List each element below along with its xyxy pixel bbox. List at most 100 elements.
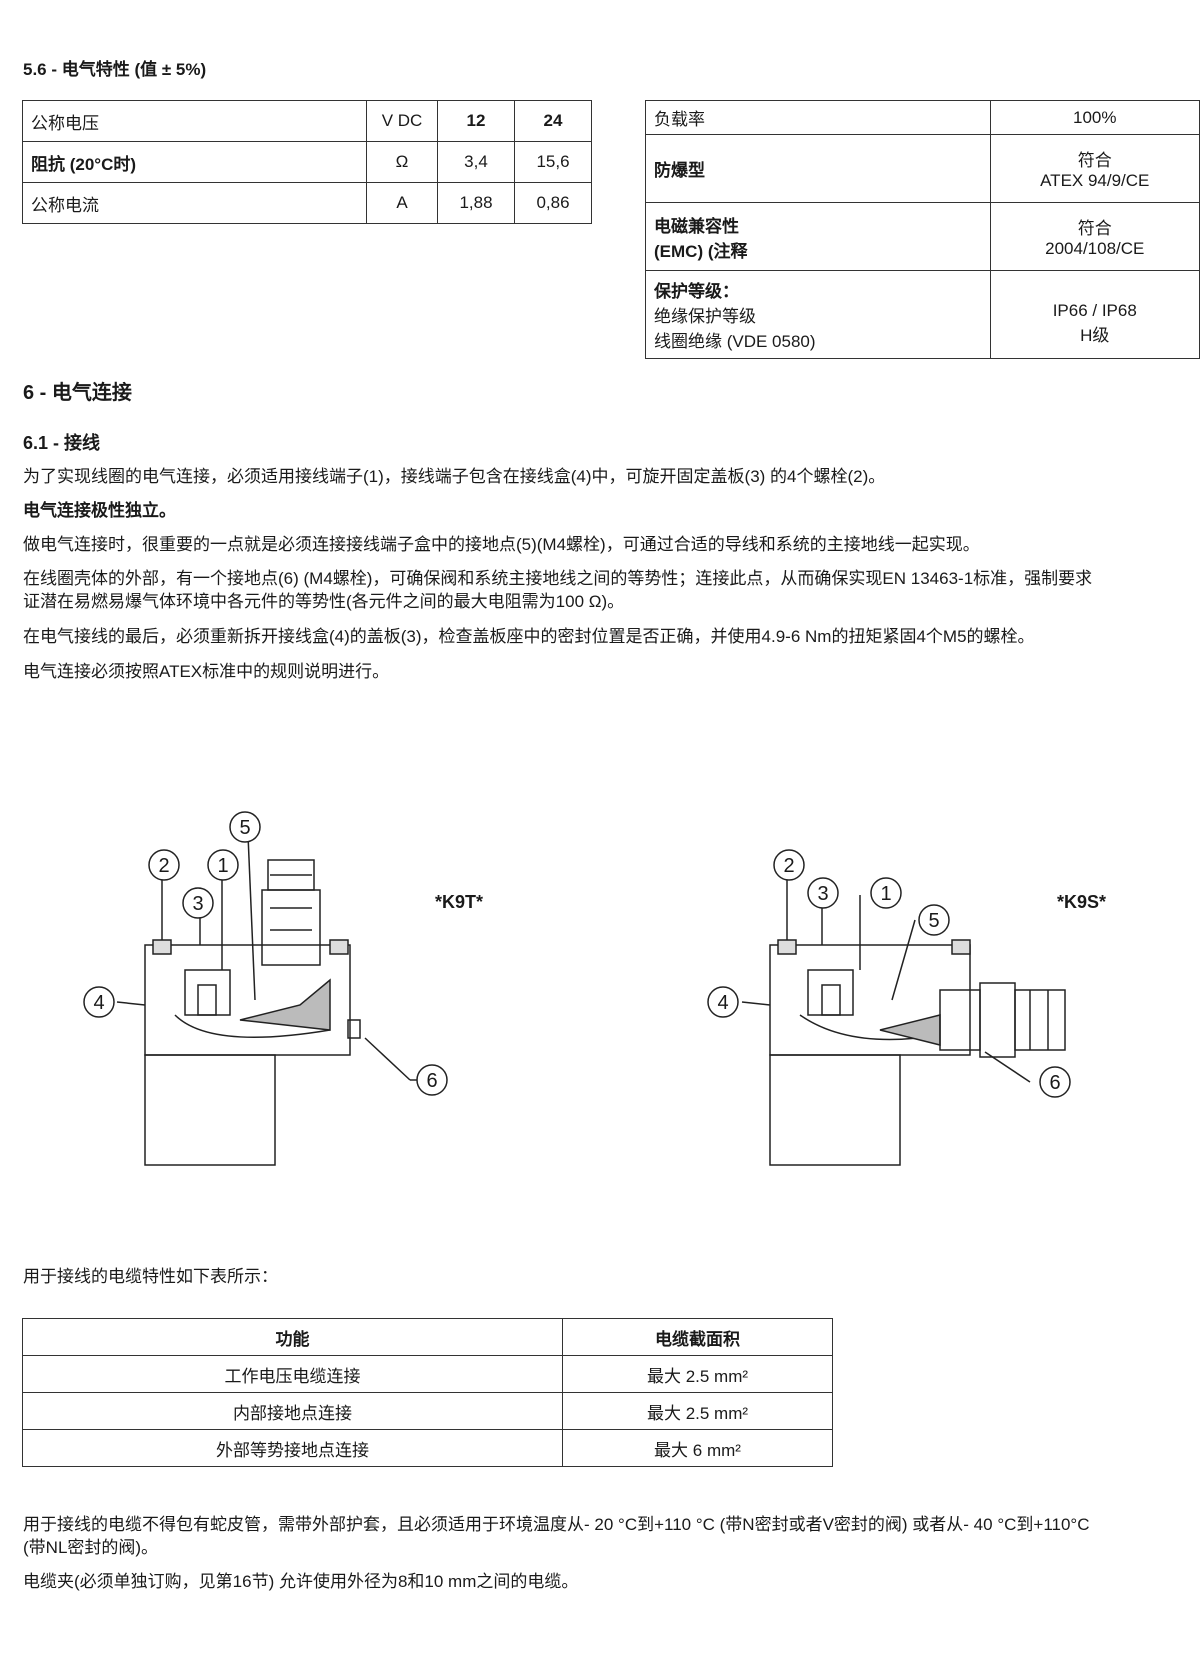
prop-value-line: ATEX 94/9/CE	[1040, 171, 1150, 190]
table-row: 工作电压电缆连接 最大 2.5 mm²	[22, 1355, 833, 1393]
callout-number: 5	[928, 910, 939, 932]
callout-circle	[416, 1064, 448, 1096]
callout-number: 1	[217, 855, 228, 877]
shaded-area	[879, 1014, 941, 1046]
table-row: 电磁兼容性 (EMC) (注释 符合 2004/108/CE	[645, 202, 1200, 271]
prop-value-line: H级	[1080, 326, 1110, 345]
cable-table: 功能 电缆截面积 工作电压电缆连接 最大 2.5 mm² 内部接地点连接 最大 …	[22, 1318, 833, 1467]
callout-circle	[83, 986, 115, 1018]
terminal-block	[184, 969, 231, 1016]
prop-label: 保护等级： 绝缘保护等级 线圈绝缘 (VDE 0580)	[645, 270, 991, 359]
gland-end	[1014, 989, 1066, 1051]
prop-value-line: 符合	[1077, 151, 1112, 170]
leader-line	[364, 1037, 411, 1081]
cable-gland	[979, 982, 1016, 1058]
paragraph: 为了实现线圈的电气连接，必须适用接线端子(1)，接线端子包含在接线盒(4)中，可…	[23, 467, 886, 486]
section-5-6-title: 5.6 - 电气特性 (值 ± 5%)	[23, 60, 207, 79]
prop-label: 电磁兼容性 (EMC) (注释	[645, 202, 991, 271]
prop-value: 100%	[989, 100, 1200, 135]
prop-value: 符合 2004/108/CE	[989, 202, 1200, 271]
callout-number: 3	[192, 893, 203, 915]
callout-circle	[229, 811, 261, 843]
table-row: 阻抗 (20°C时) Ω 3,4 15,6	[22, 141, 592, 183]
callout-number: 3	[817, 883, 828, 905]
row-unit: A	[366, 182, 438, 224]
callout-circle	[870, 877, 902, 909]
row-label: 公称电流	[22, 182, 367, 224]
prop-value-line: IP66 / IP68	[1052, 301, 1137, 320]
value-12v: 1,88	[437, 182, 515, 224]
paragraph: 证潜在易燃易爆气体环境中各元件的等势性(各元件之间的最大电阻需为100 Ω)。	[23, 592, 625, 611]
value-24v: 15,6	[514, 141, 592, 183]
prop-label-line: 保护等级：	[654, 282, 739, 301]
prop-value: 符合 ATEX 94/9/CE	[989, 134, 1200, 203]
callout-circle	[773, 849, 805, 881]
ground-screw	[347, 1019, 361, 1039]
electrical-characteristics-table: 公称电压 V DC 12 24 阻抗 (20°C时) Ω 3,4 15,6 公称…	[22, 100, 592, 224]
terminal	[821, 984, 841, 1016]
cell: 最大 6 mm²	[562, 1429, 833, 1467]
value-24v: 24	[514, 100, 592, 142]
wiring-diagrams: 5 2 1 3 4 6 2 3 1 5 4 6 *K9T* *K9S*	[83, 811, 1106, 1166]
callout-circle	[207, 849, 239, 881]
table-row: 外部等势接地点连接 最大 6 mm²	[22, 1429, 833, 1467]
table-row: 防爆型 符合 ATEX 94/9/CE	[645, 134, 1200, 203]
cell: 外部等势接地点连接	[22, 1429, 563, 1467]
callout-number: 5	[239, 817, 250, 839]
k9t-diagram	[116, 834, 418, 1166]
table-row: 保护等级： 绝缘保护等级 线圈绝缘 (VDE 0580) IP66 / IP68…	[645, 270, 1200, 359]
paragraph: 在线圈壳体的外部，有一个接地点(6) (M4螺栓)，可确保阀和系统主接地线之间的…	[23, 569, 1093, 588]
cable-note: 电缆夹(必须单独订购，见第16节) 允许使用外径为8和10 mm之间的电缆。	[23, 1572, 579, 1591]
table-header-row: 功能 电缆截面积	[22, 1318, 833, 1356]
prop-label: 负载率	[645, 100, 991, 135]
callout-circle	[148, 849, 180, 881]
paragraph: 做电气连接时，很重要的一点就是必须连接接线端子盒中的接地点(5)(M4螺栓)，可…	[23, 535, 980, 554]
column-header: 功能	[22, 1318, 563, 1356]
callout-numbers: 5 2 1 3 4 6 2 3 1 5 4 6	[93, 817, 1060, 1094]
prop-label: 防爆型	[645, 134, 991, 203]
section-6-1-title: 6.1 - 接线	[23, 433, 101, 453]
cable-note: 用于接线的电缆不得包有蛇皮管，需带外部护套，且必须适用于环境温度从- 20 °C…	[23, 1515, 1090, 1534]
callout-circle	[918, 904, 950, 936]
prop-label-line: (EMC) (注释	[654, 241, 748, 261]
cell: 内部接地点连接	[22, 1392, 563, 1430]
callout-number: 2	[158, 855, 169, 877]
cable-intro: 用于接线的电缆特性如下表所示：	[23, 1267, 278, 1286]
table-row: 公称电流 A 1,88 0,86	[22, 182, 592, 224]
column-header: 电缆截面积	[562, 1318, 833, 1356]
properties-table: 负载率 100% 防爆型 符合 ATEX 94/9/CE 电磁兼容性 (EMC)…	[645, 100, 1200, 359]
cover-outline	[174, 1014, 331, 1038]
leader-line	[984, 1051, 1031, 1083]
terminal	[197, 984, 217, 1016]
prop-value-line: 2004/108/CE	[1045, 239, 1145, 258]
table-row: 负载率 100%	[645, 100, 1200, 135]
prop-value-line: 符合	[1077, 219, 1112, 238]
prop-label-line: 电磁兼容性	[654, 216, 739, 236]
model-label-k9t: *K9T*	[435, 892, 483, 912]
leader-line	[116, 1001, 146, 1006]
leader-line	[891, 919, 916, 1001]
prop-label-line: 绝缘保护等级	[654, 307, 756, 326]
model-label-k9s: *K9S*	[1057, 892, 1106, 912]
cable-note: (带NL密封的阀)。	[23, 1538, 159, 1557]
screw-head	[951, 939, 971, 955]
callout-number: 4	[717, 992, 728, 1014]
row-label: 公称电压	[22, 100, 367, 142]
section-6-title: 6 - 电气连接	[23, 382, 132, 404]
callout-circle	[707, 986, 739, 1018]
row-unit: Ω	[366, 141, 438, 183]
coil-body	[769, 1054, 901, 1166]
value-12v: 12	[437, 100, 515, 142]
paragraph: 电气连接必须按照ATEX标准中的规则说明进行。	[23, 662, 390, 681]
coil-body	[144, 1054, 276, 1166]
paragraph-bold: 电气连接极性独立。	[23, 501, 176, 520]
callout-number: 1	[880, 883, 891, 905]
screw-head	[777, 939, 797, 955]
callout-circle	[1039, 1066, 1071, 1098]
cell: 工作电压电缆连接	[22, 1355, 563, 1393]
callout-number: 2	[783, 855, 794, 877]
table-row: 公称电压 V DC 12 24	[22, 100, 592, 142]
value-12v: 3,4	[437, 141, 515, 183]
k9t-callouts	[83, 811, 448, 1096]
callout-number: 4	[93, 992, 104, 1014]
